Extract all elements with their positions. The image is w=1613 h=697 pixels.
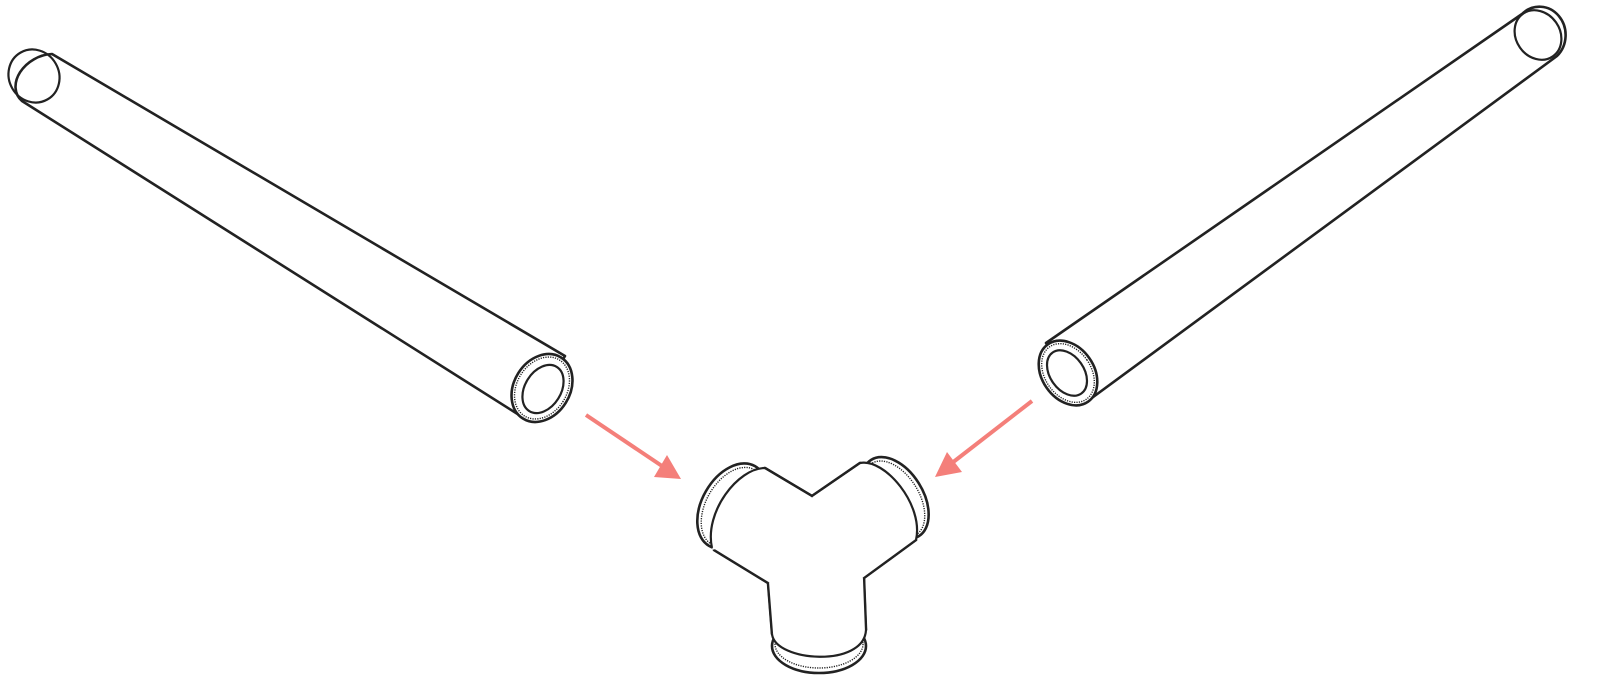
left-pipe-open-end-outer: [510, 352, 574, 424]
left-pipe-open-end-inner: [521, 363, 565, 415]
right-pipe-open-end-rim: [1040, 342, 1096, 404]
right-pipe-far-end: [1513, 9, 1563, 61]
tee-connector: [696, 455, 930, 675]
tee-center-crease: [764, 462, 861, 498]
right-pipe-open-end-inner: [1045, 349, 1089, 397]
left-pipe-open-end-rim: [513, 356, 571, 420]
tee-left-socket-edge: [709, 466, 766, 549]
right-pipe-open-end-outer: [1037, 339, 1099, 407]
arrow-left-shaft: [584, 413, 664, 468]
arrow-right-shaft: [950, 399, 1034, 465]
right-pipe: [1037, 5, 1567, 407]
left-pipe-far-end: [7, 48, 61, 104]
tee-right-socket-face: [812, 462, 918, 578]
tee-right-socket-edge: [859, 461, 919, 541]
tee-bottom-sides: [766, 577, 868, 635]
tee-left-socket-face: [710, 468, 812, 583]
arrow-left-to-tee: [584, 413, 681, 479]
arrow-right-head: [935, 452, 962, 477]
arrow-left-head: [654, 455, 681, 479]
tee-bottom-socket-edge: [770, 629, 868, 658]
arrow-right-to-tee: [935, 399, 1034, 477]
left-pipe-body: [14, 52, 567, 422]
tee-bottom-socket-face: [768, 578, 866, 657]
right-pipe-body: [1044, 5, 1567, 405]
left-pipe: [7, 48, 574, 424]
